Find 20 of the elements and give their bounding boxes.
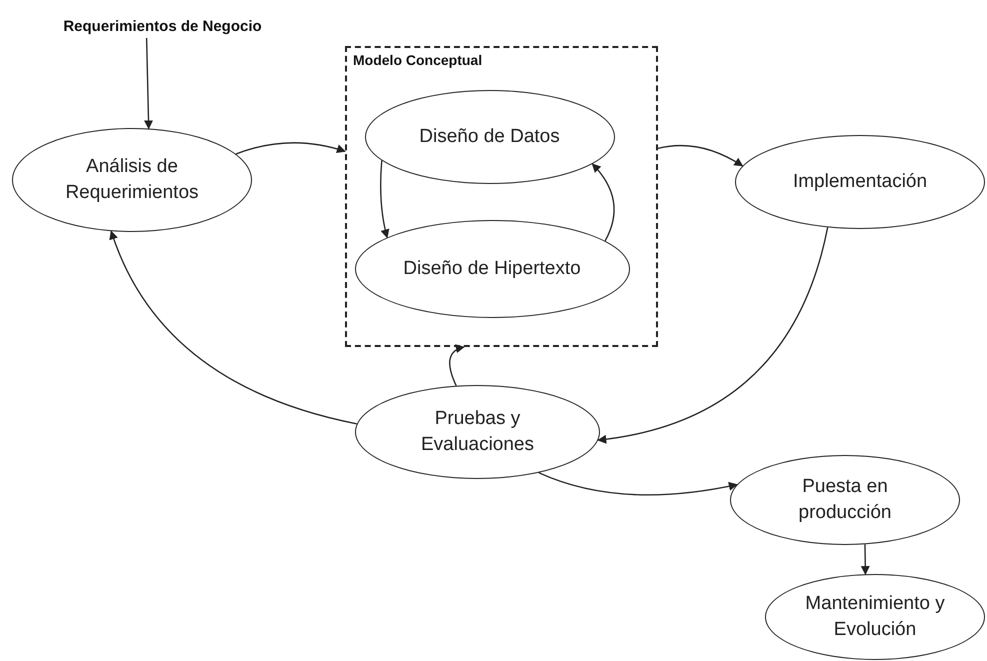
group-box bbox=[345, 46, 658, 347]
node-label: Diseño de Datos bbox=[419, 124, 560, 149]
input-label: Requerimientos de Negocio bbox=[63, 18, 262, 34]
arrow bbox=[658, 144, 744, 166]
arrow bbox=[538, 472, 738, 496]
arrow bbox=[236, 142, 346, 155]
arrow bbox=[380, 160, 390, 238]
arrow bbox=[449, 344, 465, 386]
arrow bbox=[592, 163, 615, 242]
arrow bbox=[597, 227, 828, 444]
node-label: Pruebas y Evaluaciones bbox=[420, 407, 536, 457]
node-label: Puesta en producción bbox=[798, 475, 892, 525]
group-heading: Modelo Conceptual bbox=[353, 52, 482, 68]
arrow bbox=[860, 544, 870, 576]
arrow bbox=[144, 38, 153, 130]
node-label: Análisis de Requerimientos bbox=[64, 155, 200, 205]
node-label: Mantenimiento y Evolución bbox=[804, 592, 946, 642]
node-label: Implementación bbox=[792, 170, 928, 194]
arrow bbox=[110, 230, 357, 424]
node-label: Diseño de Hipertexto bbox=[403, 256, 581, 281]
